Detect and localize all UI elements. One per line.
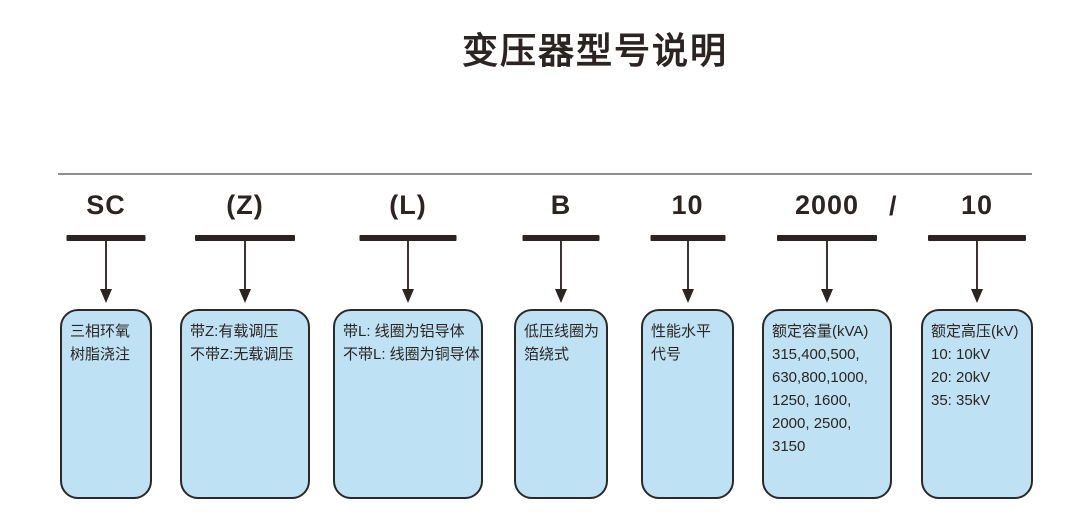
down-arrow-stem — [560, 241, 562, 291]
down-arrow-icon — [402, 289, 414, 303]
code-column-l: (L) 带L: 线圈为铝导体不带L: 线圈为铜导体 — [333, 190, 483, 510]
code-label: SC — [86, 190, 126, 220]
down-arrow-stem — [976, 241, 978, 291]
underline-bar — [928, 235, 1026, 241]
code-label: 10 — [960, 190, 994, 220]
down-arrow-icon — [239, 289, 251, 303]
underline-bar — [777, 235, 877, 241]
description-box: 性能水平代号 — [641, 309, 734, 499]
description-box: 带Z:有载调压不带Z:无载调压 — [180, 309, 310, 499]
description-box: 低压线圈为箔绕式 — [514, 309, 608, 499]
code-column-z: (Z) 带Z:有载调压不带Z:无载调压 — [180, 190, 310, 510]
code-column-performance: 10 性能水平代号 — [641, 190, 734, 510]
page-title: 变压器型号说明 — [462, 30, 729, 71]
horizontal-rule — [58, 173, 1032, 175]
code-column-sc: SC 三相环氧树脂浇注 — [60, 190, 152, 510]
down-arrow-icon — [681, 289, 694, 303]
underline-bar — [66, 235, 146, 241]
underline-bar — [195, 235, 295, 241]
description-box: 额定容量(kVA)315,400,500,630,800,1000,1250, … — [762, 309, 892, 499]
down-arrow-icon — [971, 289, 983, 303]
down-arrow-stem — [686, 241, 689, 291]
description-text: 三相环氧树脂浇注 — [70, 323, 131, 363]
code-label: (Z) — [226, 190, 264, 220]
description-text: 带L: 线圈为铝导体不带L: 线圈为铜导体 — [343, 323, 480, 363]
description-text: 低压线圈为箔绕式 — [524, 323, 600, 363]
description-box: 三相环氧树脂浇注 — [60, 309, 152, 499]
description-box: 带L: 线圈为铝导体不带L: 线圈为铜导体 — [333, 309, 483, 499]
code-label: (L) — [389, 190, 427, 220]
down-arrow-icon — [555, 289, 567, 303]
code-separator-slash: / — [889, 191, 897, 221]
underline-bar — [522, 235, 600, 241]
code-label: 10 — [671, 190, 704, 220]
code-label: 2000 — [794, 190, 860, 220]
code-column-b: B 低压线圈为箔绕式 — [514, 190, 608, 510]
description-text: 带Z:有载调压不带Z:无载调压 — [190, 323, 294, 363]
description-text: 额定容量(kVA)315,400,500,630,800,1000,1250, … — [772, 323, 869, 455]
underline-bar — [650, 235, 725, 241]
down-arrow-icon — [100, 289, 112, 303]
underline-bar — [359, 235, 457, 241]
down-arrow-stem — [826, 241, 828, 291]
down-arrow-icon — [821, 289, 833, 303]
code-label: B — [550, 190, 572, 220]
code-column-capacity: 2000 额定容量(kVA)315,400,500,630,800,1000,1… — [762, 190, 892, 510]
down-arrow-stem — [244, 241, 246, 291]
down-arrow-stem — [407, 241, 409, 291]
description-text: 性能水平代号 — [651, 323, 712, 363]
down-arrow-stem — [105, 241, 107, 291]
